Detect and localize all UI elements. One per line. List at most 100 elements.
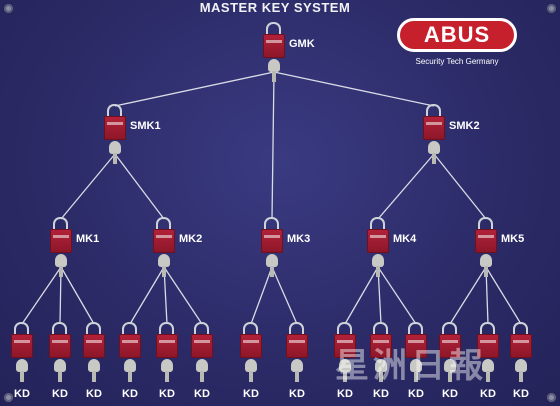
lock-kd-mk5-3 xyxy=(508,322,534,384)
padlock-icon xyxy=(50,229,72,253)
key-icon xyxy=(444,359,456,382)
key-icon xyxy=(428,141,440,164)
label-smk1: SMK1 xyxy=(130,120,161,132)
padlock-icon xyxy=(286,334,308,358)
lock-kd-mk1-3 xyxy=(81,322,107,384)
lock-kd-mk2-3 xyxy=(189,322,215,384)
shackle-icon xyxy=(408,322,423,336)
shackle-icon xyxy=(53,217,68,231)
wire-line xyxy=(163,266,203,325)
abus-logo: ABUS xyxy=(397,18,517,52)
label-kd: KD xyxy=(513,388,529,400)
key-icon xyxy=(158,254,170,277)
key-icon xyxy=(268,59,280,82)
wire-line xyxy=(271,266,298,325)
padlock-icon xyxy=(263,34,285,58)
padlock-icon xyxy=(510,334,532,358)
key-icon xyxy=(266,254,278,277)
shackle-icon xyxy=(289,322,304,336)
key-icon xyxy=(88,359,100,382)
lock-kd-mk4-1 xyxy=(332,322,358,384)
label-mk1: MK1 xyxy=(76,233,100,245)
label-kd: KD xyxy=(373,388,389,400)
shackle-icon xyxy=(480,322,495,336)
key-icon xyxy=(375,359,387,382)
key-icon xyxy=(482,359,494,382)
wire-line xyxy=(21,266,62,325)
padlock-icon xyxy=(439,334,461,358)
padlock-icon xyxy=(477,334,499,358)
lock-kd-mk2-2 xyxy=(154,322,180,384)
lock-mk4 xyxy=(365,217,391,279)
wire-line xyxy=(485,266,522,325)
wire-line xyxy=(271,71,275,220)
lock-kd-mk1-1 xyxy=(9,322,35,384)
label-gmk: GMK xyxy=(289,38,315,50)
label-kd: KD xyxy=(289,388,305,400)
brand-name: ABUS xyxy=(423,22,491,47)
shackle-icon xyxy=(442,322,457,336)
brand-tagline: Security Tech Germany xyxy=(415,57,499,66)
key-icon xyxy=(339,359,351,382)
padlock-icon xyxy=(83,334,105,358)
lock-kd-mk5-1 xyxy=(437,322,463,384)
label-kd: KD xyxy=(14,388,30,400)
shackle-icon xyxy=(156,217,171,231)
screw-icon xyxy=(547,393,556,402)
key-icon xyxy=(480,254,492,277)
lock-kd-mk4-3 xyxy=(403,322,429,384)
screw-icon xyxy=(547,4,556,13)
shackle-icon xyxy=(122,322,137,336)
label-smk2: SMK2 xyxy=(449,120,480,132)
wire-line xyxy=(377,266,417,325)
label-kd: KD xyxy=(122,388,138,400)
lock-kd-mk5-2 xyxy=(475,322,501,384)
newspaper-watermark: 星洲日報 xyxy=(335,346,487,386)
key-icon xyxy=(161,359,173,382)
key-icon xyxy=(372,254,384,277)
label-mk5: MK5 xyxy=(501,233,525,245)
key-icon xyxy=(196,359,208,382)
wire-line xyxy=(60,266,95,325)
lock-mk5 xyxy=(473,217,499,279)
shackle-icon xyxy=(159,322,174,336)
padlock-icon xyxy=(49,334,71,358)
lock-mk1 xyxy=(48,217,74,279)
padlock-icon xyxy=(156,334,178,358)
padlock-icon xyxy=(261,229,283,253)
label-kd: KD xyxy=(86,388,102,400)
lock-mk3 xyxy=(259,217,285,279)
shackle-icon xyxy=(513,322,528,336)
key-icon xyxy=(124,359,136,382)
wire-line xyxy=(449,266,487,325)
padlock-icon xyxy=(370,334,392,358)
padlock-icon xyxy=(423,116,445,140)
shackle-icon xyxy=(426,104,441,118)
shackle-icon xyxy=(107,104,122,118)
shackle-icon xyxy=(264,217,279,231)
padlock-icon xyxy=(153,229,175,253)
lock-kd-mk3-2 xyxy=(284,322,310,384)
shackle-icon xyxy=(194,322,209,336)
padlock-icon xyxy=(367,229,389,253)
padlock-icon xyxy=(240,334,262,358)
shackle-icon xyxy=(266,22,281,36)
label-mk2: MK2 xyxy=(179,233,203,245)
padlock-icon xyxy=(11,334,33,358)
label-kd: KD xyxy=(52,388,68,400)
wire-line xyxy=(114,153,165,220)
shackle-icon xyxy=(337,322,352,336)
screw-icon xyxy=(4,393,13,402)
label-kd: KD xyxy=(408,388,424,400)
padlock-icon xyxy=(475,229,497,253)
padlock-icon xyxy=(119,334,141,358)
label-mk3: MK3 xyxy=(287,233,311,245)
label-kd: KD xyxy=(337,388,353,400)
lock-gmk xyxy=(261,22,287,84)
lock-smk1 xyxy=(102,104,128,166)
shackle-icon xyxy=(478,217,493,231)
label-kd: KD xyxy=(480,388,496,400)
shackle-icon xyxy=(373,322,388,336)
